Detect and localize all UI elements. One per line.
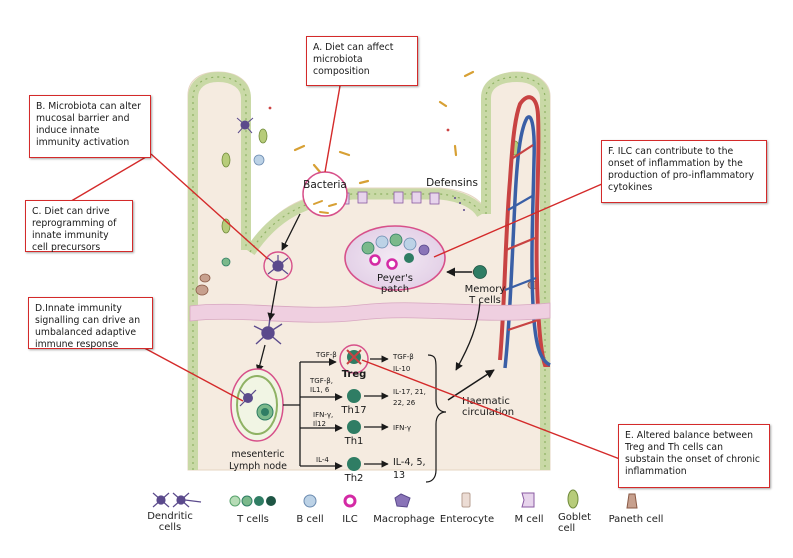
vessel-branches <box>504 144 539 332</box>
legend-label-macrophage: Macrophage <box>373 514 435 525</box>
lymph-label-line2: Lymph node <box>229 461 287 472</box>
th2-output-line2: 13 <box>393 470 405 481</box>
legend-enterocyte-icon <box>461 492 471 508</box>
callout-e: E. Altered balance between Treg and Th c… <box>618 424 770 488</box>
th17-input-line1: TGF-β, <box>309 377 333 385</box>
callout-f: F. ILC can contribute to the onset of in… <box>601 140 767 203</box>
output-brace <box>425 354 447 483</box>
treg-cross-icon <box>346 349 362 365</box>
legend-paneth-cell-icon <box>626 493 638 509</box>
haematic-label-line1: Haematic <box>462 396 510 407</box>
th17-name: Th17 <box>340 405 366 416</box>
defensins-label: Defensins <box>426 177 478 189</box>
th2-cell <box>347 457 361 471</box>
th2-input: IL-4 <box>316 456 329 464</box>
defensin-dots <box>454 197 465 211</box>
legend-label-m-cell: M cell <box>514 514 544 525</box>
treg-name: Treg <box>342 369 367 380</box>
memory-label-line2: T cells <box>468 295 501 306</box>
peyers-cell-cluster <box>361 233 430 270</box>
legend-goblet-cell-icon <box>567 489 579 509</box>
th17-input-line2: IL1, 6 <box>310 386 330 394</box>
legend-label-goblet: Goblet cell <box>558 512 592 534</box>
callout-c: C. Diet can drive reprogramming of innat… <box>25 200 133 253</box>
dendritic-cell-highlight <box>263 251 293 281</box>
treg-output-line2: IL-10 <box>393 365 410 373</box>
peyers-label-line1: Peyer's <box>377 273 413 284</box>
lumen-particles <box>268 106 450 184</box>
legend-m-cell-icon <box>521 492 535 508</box>
treg-input: TGF-β <box>315 351 337 359</box>
th17-cell <box>347 389 361 403</box>
legend-label-b-cell: B cell <box>296 514 324 525</box>
treg-highlight <box>339 344 369 374</box>
lumen-bacteria <box>293 70 475 185</box>
legend-macrophage-icon <box>394 493 411 508</box>
haematic-label-line2: circulation <box>462 407 514 418</box>
legend-label-paneth: Paneth cell <box>608 514 664 525</box>
lymph-node <box>230 368 284 442</box>
lymph-node-cells <box>239 389 274 421</box>
differentiation-tree <box>283 358 343 470</box>
t-cell-villus <box>221 257 231 267</box>
dendritic-cell-migrating <box>253 317 283 345</box>
memory-t-cell <box>473 265 487 279</box>
artery <box>498 95 550 367</box>
callout-d: D.Innate immunity signalling can drive a… <box>28 297 153 350</box>
b-cell-villus <box>253 154 265 166</box>
th17-output-line2: 22, 26 <box>393 399 416 407</box>
legend-label-t-cells: T cells <box>237 514 269 525</box>
legend-label-ilc: ILC <box>342 514 358 525</box>
legend-b-cell-icon <box>303 494 317 508</box>
callout-connectors <box>55 85 626 462</box>
villus-dendritic-cell <box>236 117 254 134</box>
th2-name: Th2 <box>344 473 364 484</box>
dendritic-cell-epithelium <box>267 255 289 275</box>
legend-ilc-icon <box>343 494 357 508</box>
legend-label-dendritic: Dendritic cells <box>147 511 193 533</box>
th1-input-line2: Il12 <box>313 420 326 428</box>
th2-output-line1: IL-4, 5, <box>393 457 426 468</box>
vein <box>503 115 551 369</box>
legend-dendritic-cell-icon <box>152 492 202 508</box>
th1-cell <box>347 420 361 434</box>
th1-input-line1: IFN-γ, <box>313 411 333 419</box>
legend-label-enterocyte: Enterocyte <box>439 514 495 525</box>
lymph-label-line1: mesenteric <box>231 449 284 460</box>
th17-output-line1: IL-17, 21, <box>393 388 426 396</box>
th1-output: IFN-γ <box>393 424 411 432</box>
bacteria-label: Bacteria <box>303 179 347 191</box>
treg-output-line1: TGF-β <box>392 353 414 361</box>
callout-b: B. Microbiota can alter mucosal barrier … <box>29 95 151 158</box>
legend-t-cell-icon <box>229 495 276 507</box>
memory-label-line1: Memory <box>465 284 506 295</box>
callout-a: A. Diet can affect microbiota compositio… <box>306 36 418 86</box>
th1-name: Th1 <box>344 436 364 447</box>
peyers-label-line2: patch <box>381 284 409 295</box>
submucosa-band <box>189 302 551 323</box>
